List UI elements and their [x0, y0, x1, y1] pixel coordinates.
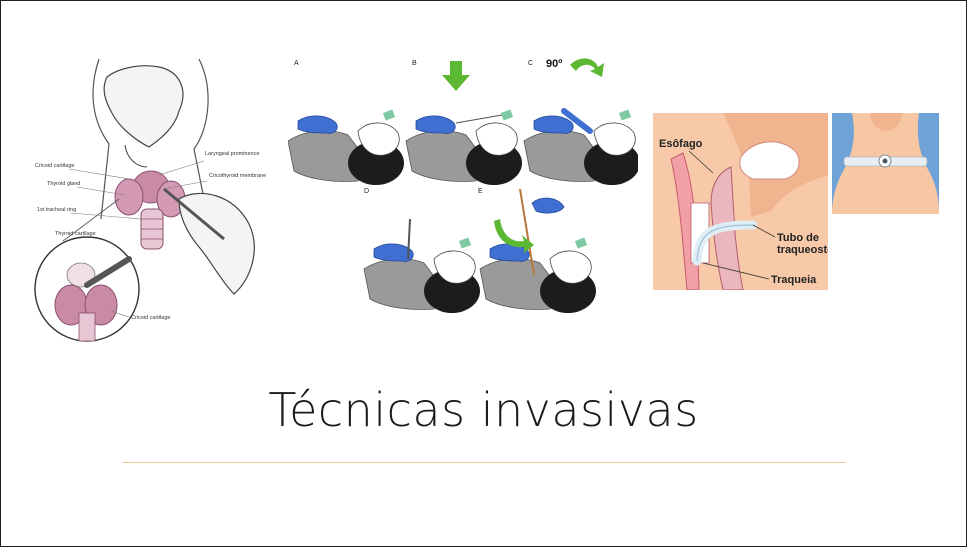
title-underline	[123, 462, 846, 463]
tracheostomy-sagittal-illustration: Esôfago Tubo de traqueostomia Traqueia	[653, 113, 828, 290]
rotate-arrow-icon	[570, 58, 604, 77]
label-tube-line2: traqueostomia	[777, 244, 828, 256]
down-arrow-icon	[442, 61, 470, 91]
label-trachea: Traqueia	[771, 274, 817, 286]
panel-c	[524, 110, 638, 185]
label-cricoid-cartilage-inset: Cricoid cartilage	[131, 315, 170, 321]
panel-label-d: D	[364, 188, 369, 195]
rotation-label: 90º	[546, 58, 562, 70]
panel-label-b: B	[412, 60, 417, 67]
label-thyroid-gland: Thyroid gland	[47, 181, 80, 187]
panel-b	[406, 110, 522, 185]
label-cricoid-cartilage: Cricoid cartilage	[35, 163, 74, 169]
label-laryngeal-prominence: Laryngeal prominence	[205, 151, 259, 157]
panel-label-a: A	[294, 60, 299, 67]
panel-label-e: E	[478, 188, 483, 195]
tracheostomy-front-illustration	[832, 113, 939, 214]
procedure-steps-illustration: A B C D E 90º	[288, 51, 638, 321]
panel-a	[288, 110, 404, 185]
panel-e	[480, 189, 596, 313]
label-first-tracheal-ring: 1st tracheal ring	[37, 207, 76, 213]
label-tube-line1: Tubo de	[777, 232, 819, 244]
label-esophagus: Esôfago	[659, 138, 703, 150]
label-thyroid-cartilage: Thyroid cartilage	[55, 231, 96, 237]
cricothyrotomy-illustration: Cricoid cartilage Thyroid gland 1st trac…	[29, 49, 284, 347]
label-cricothyroid-membrane: Cricothyroid membrane	[209, 173, 266, 179]
slide-title: Técnicas invasivas	[1, 385, 966, 436]
panel-label-c: C	[528, 60, 533, 67]
panel-d	[364, 219, 480, 313]
